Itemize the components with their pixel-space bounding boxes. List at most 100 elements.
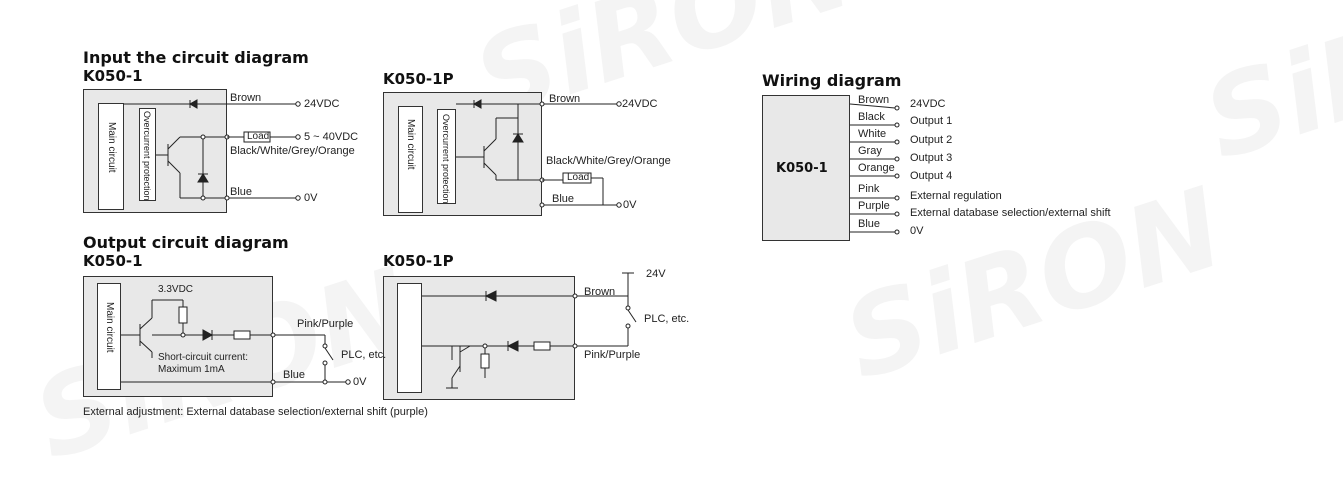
- resistor: [233, 330, 251, 340]
- wire-color-label: Gray: [858, 145, 882, 157]
- input-left-overcurrent-block: Overcurrent protection: [139, 108, 156, 201]
- blue-label: Blue: [230, 186, 253, 198]
- zero-volt-label: 0V: [353, 376, 367, 388]
- wire-signal-label: Output 1: [910, 115, 953, 127]
- switch-contact: [625, 305, 631, 311]
- main-circuit-label: Main circuit: [106, 122, 117, 173]
- pink-purple-label: Pink/Purple: [584, 349, 641, 361]
- circuit-wires: [121, 99, 900, 389]
- junction: [482, 343, 488, 349]
- input-right-main-circuit-block: Main circuit: [398, 106, 423, 213]
- pink-purple-label: Pink/Purple: [297, 318, 354, 330]
- terminal: [616, 101, 622, 107]
- short-circuit-label: Short-circuit current:: [158, 352, 249, 363]
- junction: [572, 293, 578, 299]
- brown-label: Brown: [549, 93, 581, 105]
- footnote: External adjustment: External database s…: [83, 406, 428, 418]
- transistor-collector: [167, 136, 181, 150]
- diode-symbol: [506, 340, 519, 352]
- supply-label: 24V: [646, 268, 666, 280]
- terminal: [295, 134, 301, 140]
- transistor-collector: [139, 317, 153, 330]
- overcurrent-label: Overcurrent protection: [441, 114, 451, 204]
- switch-contact: [322, 360, 328, 366]
- wire-signal-label: External regulation: [910, 190, 1002, 202]
- output-right-block: [397, 283, 422, 393]
- vref-label: 3.3VDC: [158, 284, 194, 295]
- terminal: [616, 202, 622, 208]
- input-left-model: K050-1: [83, 67, 143, 85]
- transistor-emitter: [451, 365, 461, 379]
- resistor: [178, 306, 188, 324]
- terminal: [295, 101, 301, 107]
- wire-signal-label: Output 2: [910, 134, 953, 146]
- switch-arm: [627, 309, 637, 323]
- main-circuit-label: Main circuit: [405, 119, 416, 170]
- wire-signal-label: Output 3: [910, 152, 953, 164]
- wire-color-label: Orange: [858, 162, 895, 174]
- resistor: [533, 341, 551, 351]
- junction: [180, 332, 186, 338]
- signal-label: Black/White/Grey/Orange: [546, 155, 671, 167]
- diode-symbol: [472, 99, 482, 109]
- blue-label: Blue: [283, 369, 306, 381]
- terminal: [345, 379, 351, 385]
- junction: [270, 379, 276, 385]
- wiring-title: Wiring diagram: [762, 71, 902, 90]
- output-section-title: Output circuit diagram: [83, 233, 289, 252]
- load-label: Load: [567, 172, 590, 183]
- wire-color-label: White: [858, 128, 887, 140]
- wiring-device-model: K050-1: [776, 161, 828, 176]
- terminal: [295, 195, 301, 201]
- junction: [539, 101, 545, 107]
- junction: [322, 379, 328, 385]
- short-circuit-max-label: Maximum 1mA: [158, 364, 225, 375]
- brown-label: Brown: [584, 286, 616, 298]
- wire-signal-label: External database selection/external shi…: [910, 207, 1111, 219]
- input-right-model: K050-1P: [383, 70, 454, 88]
- input-right-overcurrent-block: Overcurrent protection: [437, 109, 456, 204]
- overcurrent-label: Overcurrent protection: [142, 111, 152, 201]
- blue-label: Blue: [552, 193, 575, 205]
- transistor-emitter: [139, 340, 153, 353]
- junction: [200, 134, 206, 140]
- switch-arm: [324, 347, 334, 361]
- main-circuit-label: Main circuit: [104, 302, 115, 353]
- zener-symbol: [197, 173, 209, 183]
- junction: [539, 202, 545, 208]
- diode-symbol: [188, 99, 198, 109]
- wire-color-label: Brown: [858, 94, 890, 106]
- wire-signal-label: 0V: [910, 225, 924, 237]
- junction: [270, 332, 276, 338]
- transistor-emitter: [483, 162, 497, 176]
- wire-signal-label: 24VDC: [910, 98, 946, 110]
- supply-label: 24VDC: [622, 98, 658, 110]
- plc-label: PLC, etc.: [341, 349, 387, 361]
- junction: [572, 343, 578, 349]
- zener-symbol: [512, 133, 524, 143]
- diode-symbol: [202, 329, 214, 341]
- zero-volt-label: 0V: [623, 199, 637, 211]
- brown-label: Brown: [230, 92, 262, 104]
- supply-label: 24VDC: [304, 98, 340, 110]
- wire-color-label: Pink: [858, 183, 880, 195]
- wiring-device-block: [762, 95, 850, 241]
- switch-contact: [625, 323, 631, 329]
- load-label: Load: [247, 131, 270, 142]
- output-left-model: K050-1: [83, 252, 143, 270]
- zero-volt-label: 0V: [304, 192, 318, 204]
- wire-signal-label: Output 4: [910, 170, 953, 182]
- switch-contact: [322, 343, 328, 349]
- output-right-model: K050-1P: [383, 252, 454, 270]
- transistor-emitter: [167, 160, 181, 174]
- junction: [200, 195, 206, 201]
- wiring-leads: [849, 103, 900, 235]
- wire-color-label: Purple: [858, 200, 890, 212]
- resistor: [480, 353, 490, 369]
- diode-symbol: [484, 290, 497, 302]
- wire-color-label: Blue: [858, 218, 881, 230]
- input-section-title: Input the circuit diagram: [83, 48, 309, 67]
- load-range-label: 5 ~ 40VDC: [304, 131, 359, 143]
- output-left-main-circuit-block: Main circuit: [97, 283, 121, 390]
- plc-label: PLC, etc.: [644, 313, 690, 325]
